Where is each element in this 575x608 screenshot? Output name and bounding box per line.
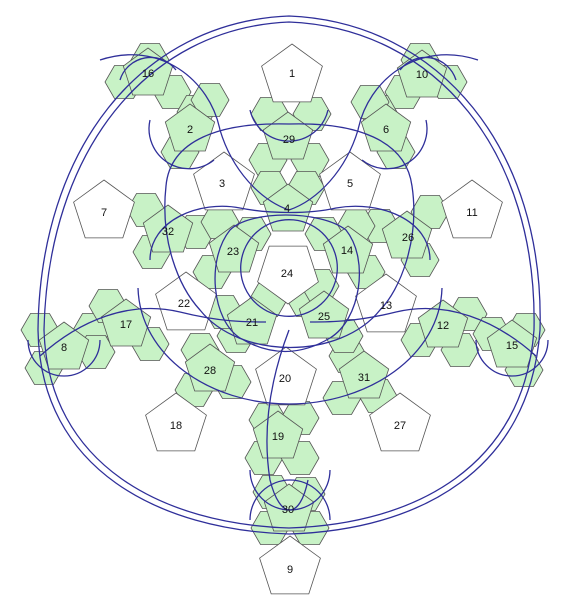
pentagon-label-23: 23 [227, 246, 239, 258]
pentagon-label-29: 29 [283, 134, 295, 146]
pentagon-8 [38, 321, 90, 370]
pentagon-7 [73, 179, 135, 239]
pentagon-label-25: 25 [318, 311, 330, 323]
pentagon-19 [252, 410, 304, 459]
pentagon-18 [145, 392, 207, 452]
pentagon-label-17: 17 [120, 319, 132, 331]
strip-curve [99, 54, 290, 211]
strip-curve [249, 469, 331, 511]
strip-curve [43, 21, 535, 529]
pentagon-label-19: 19 [272, 431, 284, 443]
pentagon-label-5: 5 [347, 178, 353, 190]
pentagon-label-1: 1 [289, 68, 295, 80]
pentagon-24 [257, 245, 319, 305]
pentagon-15 [486, 319, 538, 368]
pentagon-label-7: 7 [101, 207, 107, 219]
pentagon-3 [193, 151, 255, 211]
pentagon-label-4: 4 [284, 203, 290, 215]
pentagon-30 [263, 483, 315, 532]
strip-curve [288, 54, 479, 211]
pentagon-11 [441, 179, 503, 239]
strip-curve [240, 219, 338, 317]
pentagon-2 [164, 103, 216, 152]
pentagon-label-15: 15 [506, 340, 518, 352]
labels-layer: 1234567891011121314151617181920212223242… [61, 68, 518, 576]
link-hexagon [410, 195, 450, 229]
pentagon-label-10: 10 [416, 69, 428, 81]
pentagon-label-30: 30 [282, 504, 294, 516]
strip-curve [27, 339, 101, 377]
pentagon-label-3: 3 [219, 178, 225, 190]
strip-curve [475, 339, 549, 377]
pentagon-label-18: 18 [170, 420, 182, 432]
pentagon-label-26: 26 [402, 232, 414, 244]
pentagon-17 [100, 298, 152, 347]
pentagon-1 [261, 43, 323, 103]
pentagon-label-13: 13 [380, 300, 392, 312]
pentagon-6 [360, 103, 412, 152]
strip-curve [266, 329, 309, 511]
pentagon-27 [369, 392, 431, 452]
strip-curve [164, 123, 415, 349]
strip-curve [309, 307, 537, 357]
pentagon-9 [259, 535, 321, 595]
pentagon-28 [184, 343, 236, 392]
strip-curve [39, 307, 267, 357]
pentagon-label-24: 24 [281, 268, 293, 280]
pentagon-22 [155, 271, 217, 331]
strip-curve [137, 287, 443, 405]
pentagon-label-6: 6 [383, 124, 389, 136]
strip-curve [149, 205, 431, 261]
pentagon-label-28: 28 [204, 365, 216, 377]
pentagon-label-9: 9 [287, 564, 293, 576]
pentagon-label-14: 14 [341, 245, 353, 257]
link-hexagon [190, 83, 230, 117]
pentagon-label-11: 11 [466, 207, 477, 219]
pentagon-label-16: 16 [142, 68, 154, 80]
pentagon-label-22: 22 [178, 298, 190, 310]
curves-layer [27, 15, 549, 535]
strip-curve [249, 109, 329, 142]
pentagon-label-32: 32 [162, 226, 174, 238]
strip-curve [214, 214, 360, 353]
pentagon-20 [255, 346, 317, 406]
pentagon-label-8: 8 [61, 342, 67, 354]
pentagon-25 [298, 290, 350, 339]
pentagon-label-21: 21 [246, 317, 258, 329]
strip-curve [119, 56, 177, 81]
pentagon-label-27: 27 [394, 420, 406, 432]
pentagon-label-2: 2 [187, 124, 193, 136]
pentagon-5 [319, 151, 381, 211]
pentagon-14 [322, 225, 374, 274]
strip-curve [361, 119, 428, 170]
pentagon-label-12: 12 [437, 320, 449, 332]
pentagon-23 [208, 224, 260, 273]
strip-curve [148, 119, 215, 170]
pentagon-label-20: 20 [279, 373, 291, 385]
pentagon-label-31: 31 [358, 372, 370, 384]
pentagon-31 [338, 350, 390, 399]
pentagon-32 [142, 204, 194, 253]
strip-curve [399, 56, 457, 81]
strip-curve [37, 15, 541, 535]
strip-curve [249, 479, 331, 521]
